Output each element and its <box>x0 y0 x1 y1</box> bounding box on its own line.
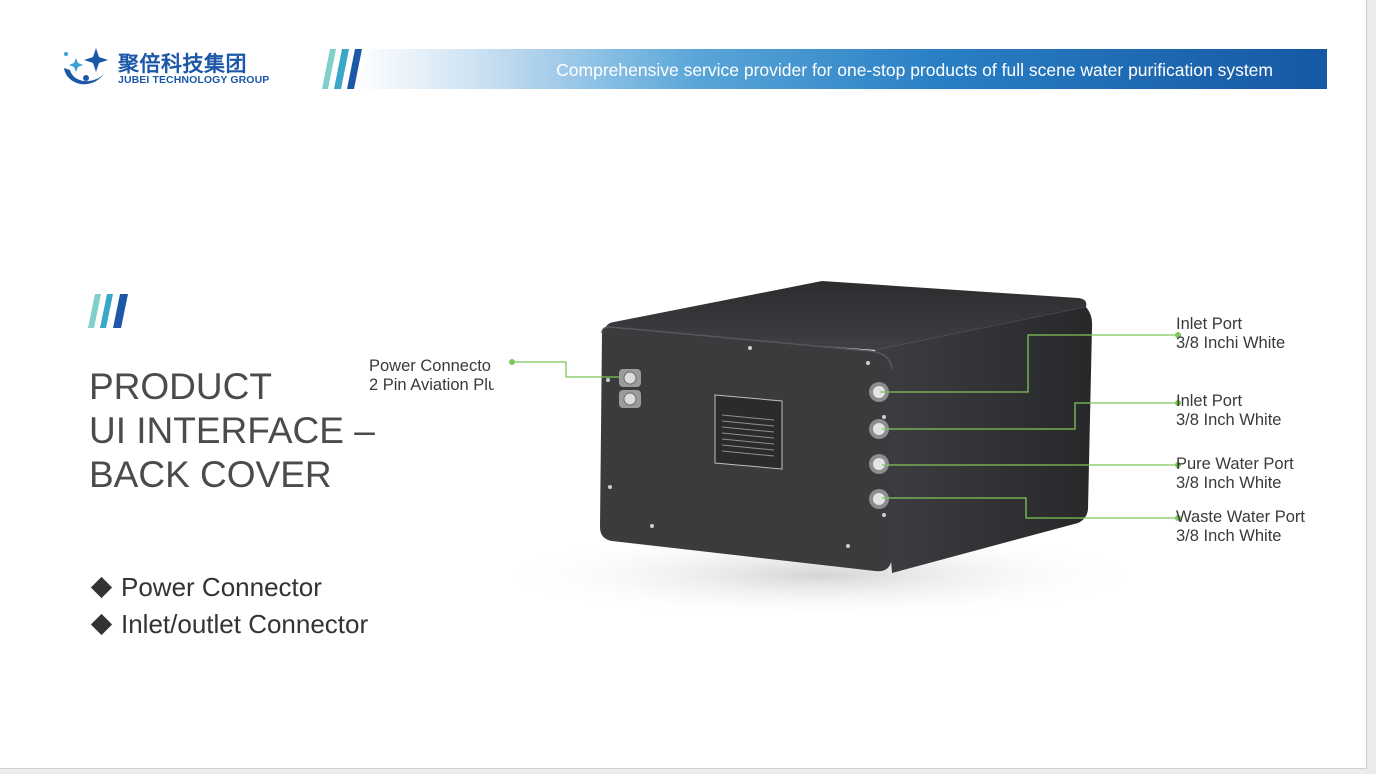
title-stripes-icon <box>88 294 128 328</box>
callout-power-connector: Power Connecto 2 Pin Aviation Plu <box>369 357 494 395</box>
callout-inlet2-line1: Inlet Port <box>1176 392 1243 410</box>
callout-inlet-port-2: Inlet Port 3/8 Inch White <box>1176 392 1281 430</box>
diamond-bullet-icon <box>90 613 113 636</box>
callout-power-line2: 2 Pin Aviation Plu <box>369 376 494 394</box>
bullet-item: Power Connector <box>90 572 322 603</box>
page-title-line1: PRODUCT <box>89 366 272 407</box>
bullet-label: Inlet/outlet Connector <box>121 609 369 639</box>
callout-inlet1-line2: 3/8 Inchi White <box>1176 334 1286 352</box>
callout-pure-line1: Pure Water Port <box>1176 455 1294 473</box>
callout-waste-water-port: Waste Water Port 3/8 Inch White <box>1176 508 1305 546</box>
callout-inlet2-line2: 3/8 Inch White <box>1176 411 1282 429</box>
page-title-line3: BACK COVER <box>89 454 332 495</box>
banner-stripes-icon <box>322 49 362 89</box>
bullet-item: Inlet/outlet Connector <box>90 609 368 640</box>
page-title-line2: UI INTERFACE – <box>89 410 375 451</box>
callout-inlet-port-1: Inlet Port 3/8 Inchi White <box>1176 315 1285 353</box>
callout-waste-line2: 3/8 Inch White <box>1176 527 1282 545</box>
callout-pure-water-port: Pure Water Port 3/8 Inch White <box>1176 455 1294 493</box>
callout-pure-line2: 3/8 Inch White <box>1176 474 1282 492</box>
callout-waste-line1: Waste Water Port <box>1176 508 1305 526</box>
logo-name-cn: 聚倍科技集团 <box>118 53 247 76</box>
bullet-label: Power Connector <box>121 572 322 602</box>
logo-mark-icon <box>64 48 108 85</box>
logo-name-en: JUBEI TECHNOLOGY GROUP <box>118 74 270 86</box>
callout-power-line1: Power Connecto <box>369 357 491 375</box>
header-banner: Comprehensive service provider for one-s… <box>355 49 1327 89</box>
banner-tagline: Comprehensive service provider for one-s… <box>556 60 1273 80</box>
diamond-bullet-icon <box>90 576 113 599</box>
callout-inlet1-line1: Inlet Port <box>1176 315 1243 333</box>
company-logo: 聚倍科技集团 JUBEI TECHNOLOGY GROUP <box>60 44 280 94</box>
purifier-device-image <box>490 281 1140 615</box>
